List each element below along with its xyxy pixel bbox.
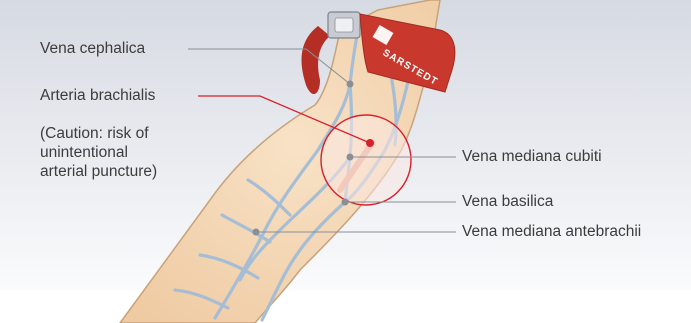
marker-vena-mediana-cubiti (347, 154, 354, 161)
marker-vena-cephalica (347, 81, 354, 88)
marker-arteria-brachialis (366, 139, 374, 147)
marker-vena-basilica (342, 199, 349, 206)
label-vena-cephalica: Vena cephalica (40, 39, 145, 58)
caution-note-line-3: arterial puncture) (40, 162, 210, 181)
label-vena-basilica: Vena basilica (462, 192, 553, 211)
label-vena-mediana-cubiti: Vena mediana cubiti (462, 147, 602, 166)
label-vena-mediana-antebrachii: Vena mediana antebrachii (462, 222, 641, 241)
caution-note-line-1: (Caution: risk of (40, 124, 210, 143)
bottom-fade (0, 290, 691, 323)
tourniquet-buckle-inner (335, 18, 353, 32)
label-arteria-brachialis: Arteria brachialis (40, 86, 155, 105)
caution-note-line-2: unintentional (40, 143, 210, 162)
marker-vena-mediana-antebrachii (253, 229, 260, 236)
caution-note: (Caution: risk of unintentional arterial… (40, 124, 210, 181)
